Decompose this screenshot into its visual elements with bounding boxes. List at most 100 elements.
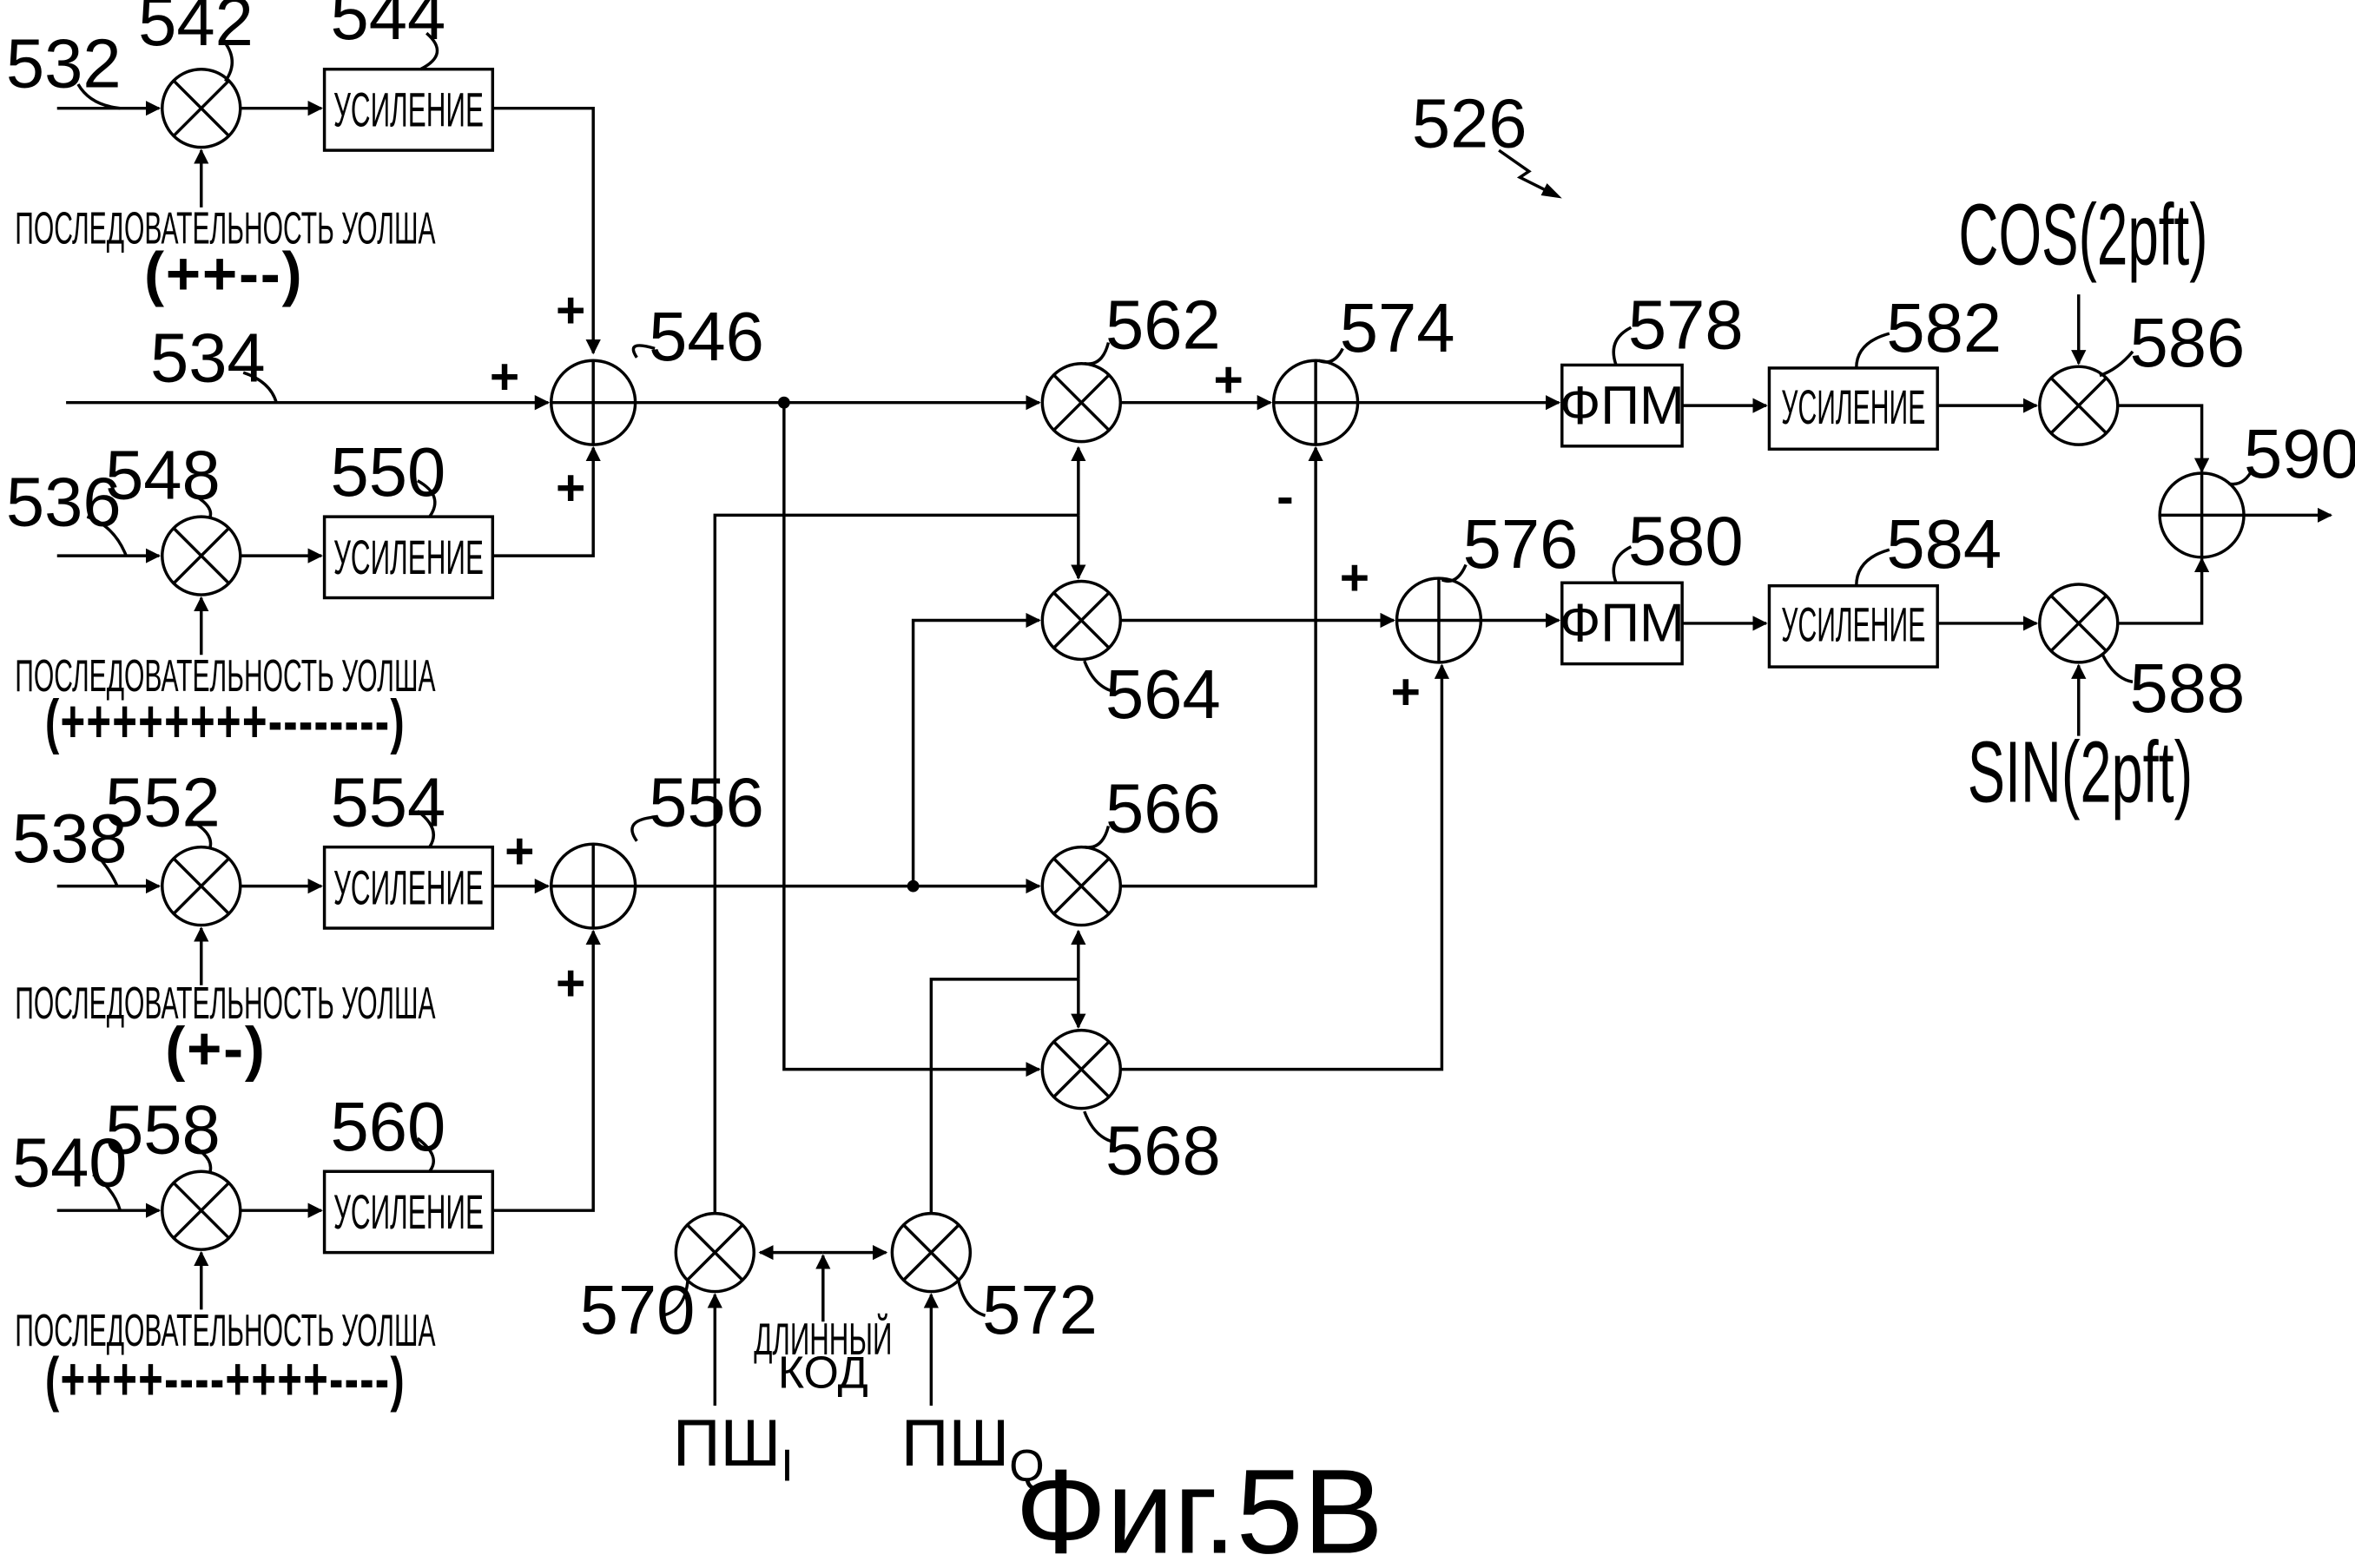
leader-554: [416, 809, 435, 848]
line-566-574: [1120, 445, 1323, 888]
leader-526: [1498, 148, 1557, 197]
sign-546-bottom: +: [556, 459, 585, 516]
pn-q-label: ПШQ: [901, 1407, 1045, 1490]
ref-534: 534: [150, 319, 266, 396]
leader-546: [631, 344, 656, 359]
line-568-576: [1120, 663, 1450, 1071]
walsh-caption-4: ПОСЛЕДОВАТЕЛЬНОСТЬ УОЛША: [15, 1305, 436, 1355]
sign-576-bottom: +: [1391, 664, 1421, 721]
line-544-546: [492, 106, 601, 355]
multiplier-562: [1040, 361, 1123, 444]
summer-576: [1395, 576, 1483, 664]
leader-586: [2099, 350, 2134, 378]
walsh-seq-1: (++--): [144, 240, 303, 307]
sign-546-left: +: [490, 348, 519, 405]
leader-590: [2228, 467, 2254, 486]
ref-554: 554: [331, 763, 446, 840]
summer-590: [2158, 471, 2246, 559]
gain-label-584: УСИЛЕНИЕ: [1781, 598, 1925, 652]
ref-586: 586: [2130, 304, 2246, 381]
leader-542: [221, 37, 234, 82]
sign-556-bottom: +: [556, 955, 585, 1011]
ref-568: 568: [1105, 1112, 1221, 1189]
ref-538: 538: [12, 800, 128, 877]
ref-576: 576: [1463, 505, 1579, 583]
leader-540: [92, 1173, 122, 1211]
multiplier-564: [1040, 579, 1123, 662]
sign-574-left: +: [1214, 352, 1243, 408]
ref-588: 588: [2130, 649, 2246, 727]
ref-584: 584: [1886, 505, 2002, 583]
gain-label-554: УСИЛЕНИЕ: [333, 860, 484, 914]
ref-556: 556: [649, 763, 764, 840]
leader-566: [1084, 825, 1111, 849]
leader-580: [1612, 545, 1633, 583]
multiplier-566: [1040, 845, 1123, 927]
sign-576-left: +: [1340, 550, 1369, 606]
leader-568: [1083, 1110, 1112, 1143]
summer-546: [550, 359, 637, 446]
ref-536: 536: [6, 464, 122, 541]
leader-544: [419, 31, 439, 71]
leader-538: [91, 848, 119, 887]
multiplier-570: [674, 1211, 755, 1294]
ref-532: 532: [6, 24, 122, 102]
line-588-590: [2117, 557, 2210, 625]
multiplier-572: [890, 1211, 973, 1294]
ref-542: 542: [138, 0, 254, 60]
filter-label-580: ФПМ: [1560, 594, 1685, 654]
leader-560: [416, 1136, 435, 1173]
pn-q-path: [929, 978, 1079, 1214]
walsh-caption-3: ПОСЛЕДОВАТЕЛЬНОСТЬ УОЛША: [15, 978, 436, 1028]
leader-578: [1612, 326, 1633, 366]
leader-570: [660, 1279, 689, 1317]
walsh-seq-2: (++++++++--------): [45, 688, 406, 755]
leader-556: [630, 815, 656, 842]
leader-534: [242, 371, 278, 404]
leader-576: [1441, 563, 1468, 583]
ref-564: 564: [1105, 656, 1221, 733]
multiplier-586: [2038, 365, 2120, 446]
multiplier-568: [1040, 1028, 1123, 1110]
leader-588: [2101, 654, 2134, 684]
sign-574-bottom: -: [1276, 469, 1294, 525]
filter-label-578: ФПМ: [1560, 376, 1685, 436]
sign-556-left: +: [505, 823, 534, 880]
walsh-caption-1: ПОСЛЕДОВАТЕЛЬНОСТЬ УОЛША: [15, 202, 436, 253]
gain-label-560: УСИЛЕНИЕ: [333, 1185, 484, 1239]
multiplier-548: [161, 515, 242, 596]
line-560-556: [492, 929, 601, 1212]
ref-548: 548: [105, 436, 221, 513]
leader-564: [1083, 660, 1112, 693]
junction-q: [907, 880, 920, 893]
leader-558: [188, 1143, 213, 1172]
ref-566: 566: [1105, 769, 1221, 847]
walsh-seq-3: (+-): [165, 1015, 266, 1083]
ref-582: 582: [1886, 289, 2002, 366]
leader-548: [188, 491, 213, 517]
long-code-line1: ДЛИННЫЙ: [754, 1314, 892, 1364]
pn-i-label: ПШI: [673, 1407, 794, 1490]
junction-i: [777, 396, 790, 409]
multiplier-542: [161, 67, 242, 149]
ref-544: 544: [331, 0, 446, 54]
leader-532: [76, 83, 121, 110]
ref-580: 580: [1628, 502, 1744, 579]
branch-q-564: [911, 612, 1041, 886]
ref-570: 570: [580, 1271, 696, 1348]
ref-558: 558: [105, 1090, 221, 1168]
leader-582: [1855, 332, 1890, 368]
ref-574: 574: [1340, 289, 1455, 366]
ref-562: 562: [1105, 286, 1221, 363]
gain-label-544: УСИЛЕНИЕ: [333, 82, 484, 136]
line-586-590: [2117, 404, 2210, 473]
gain-label-582: УСИЛЕНИЕ: [1781, 380, 1925, 434]
leader-552: [188, 818, 213, 847]
ref-552: 552: [105, 763, 221, 840]
ref-526: 526: [1412, 85, 1527, 162]
arrow-526-head: [1540, 183, 1562, 199]
line-550-546: [492, 445, 601, 557]
ref-560: 560: [331, 1088, 446, 1165]
ref-550: 550: [331, 433, 446, 511]
walsh-caption-2: ПОСЛЕДОВАТЕЛЬНОСТЬ УОЛША: [15, 650, 436, 701]
